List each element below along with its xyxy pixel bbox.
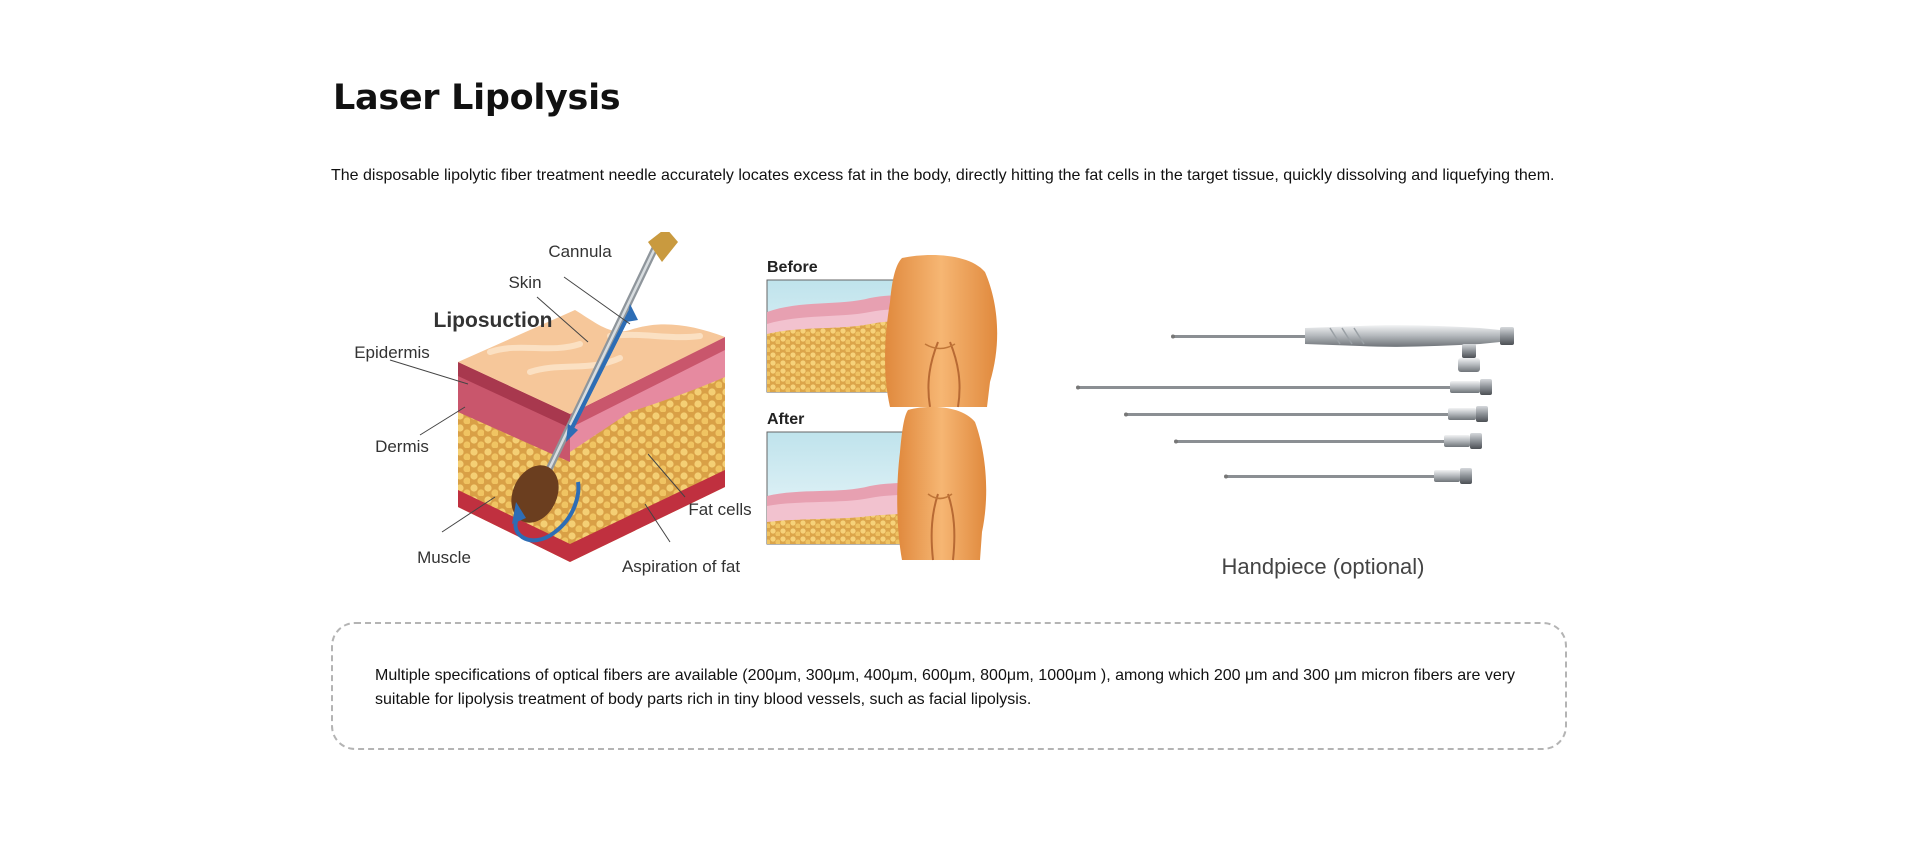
- tissue-block: [458, 310, 725, 562]
- page-title: Laser Lipolysis: [333, 78, 621, 118]
- after-label: After: [767, 411, 804, 428]
- fiber-spec-note: Multiple specifications of optical fiber…: [331, 622, 1567, 750]
- handpiece-main: [1171, 325, 1514, 372]
- label-cannula: Cannula: [548, 242, 612, 261]
- cannula-long: [1076, 379, 1492, 395]
- label-aspiration-of-fat: Aspiration of fat: [622, 557, 740, 576]
- before-panel: Before: [766, 254, 998, 408]
- label-dermis: Dermis: [375, 437, 429, 456]
- handpiece-illustration: Handpiece (optional): [1076, 325, 1514, 579]
- liposuction-illustration: Cannula Skin Liposuction Epidermis Dermi…: [354, 232, 998, 576]
- cannula: [511, 232, 678, 523]
- cannula-medium: [1124, 406, 1488, 422]
- handpiece-caption: Handpiece (optional): [1221, 554, 1424, 579]
- cannula-shortest: [1224, 468, 1472, 484]
- before-label: Before: [767, 259, 818, 276]
- illustration-heading: Liposuction: [434, 309, 553, 332]
- intro-paragraph: The disposable lipolytic fiber treatment…: [331, 167, 1555, 184]
- label-muscle: Muscle: [417, 548, 471, 567]
- fiber-spec-text: Multiple specifications of optical fiber…: [375, 667, 1516, 708]
- cannula-short: [1174, 433, 1482, 449]
- label-fat-cells: Fat cells: [688, 500, 751, 519]
- label-skin: Skin: [508, 273, 541, 292]
- label-epidermis: Epidermis: [354, 343, 430, 362]
- after-panel: After: [766, 406, 987, 561]
